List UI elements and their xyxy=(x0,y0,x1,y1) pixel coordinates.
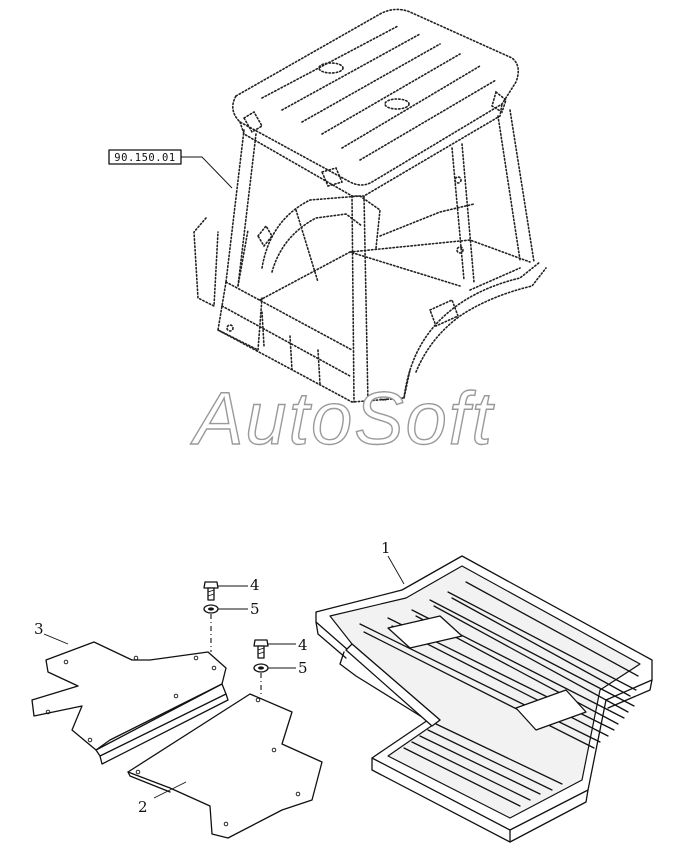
bolt-a-head xyxy=(203,581,219,589)
watermark-text: AutoSoft xyxy=(190,377,495,460)
bolt-washer-set-b: 4 5 xyxy=(253,636,308,696)
callout-2: 2 xyxy=(138,798,148,816)
cab-outline xyxy=(193,8,547,405)
callout-3: 3 xyxy=(34,620,44,638)
callout-4b: 4 xyxy=(298,636,308,654)
reference-box-label: 90.150.01 xyxy=(114,152,175,164)
bolt-b-head xyxy=(253,639,269,647)
callout-5a: 5 xyxy=(250,600,260,618)
callout-4a: 4 xyxy=(250,576,260,594)
callout-1: 1 xyxy=(381,539,391,557)
part-1-floor-mat: 1 xyxy=(315,539,653,843)
reference-callout: 90.150.01 xyxy=(108,149,233,189)
callout-5b: 5 xyxy=(298,659,308,677)
bolt-washer-set-a: 4 5 xyxy=(203,576,260,652)
part-2-plate: 2 xyxy=(127,693,323,839)
part-3-plate: 3 xyxy=(31,620,229,765)
